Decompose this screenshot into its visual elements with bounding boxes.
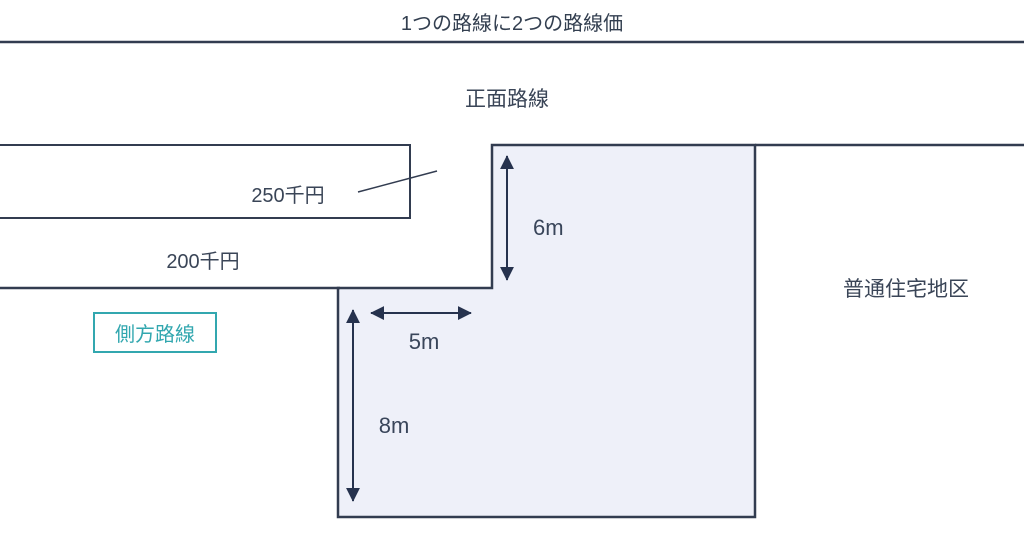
dim-label-8m: 8m bbox=[378, 413, 410, 438]
price-lower-label: 200千円 bbox=[166, 251, 240, 273]
side-road-badge: 側方路線 bbox=[93, 312, 217, 353]
diagram-title: 1つの路線に2つの路線価 bbox=[400, 13, 624, 35]
front-road-rect bbox=[0, 144, 411, 219]
dim-label-5m: 5m bbox=[408, 329, 440, 354]
dim-label-6m: 6m bbox=[533, 215, 564, 240]
price-leader-line bbox=[357, 170, 438, 193]
side-road-label: 側方路線 bbox=[115, 324, 195, 346]
front-road-label: 正面路線 bbox=[465, 88, 549, 111]
district-label: 普通住宅地区 bbox=[843, 278, 969, 301]
price-upper-label: 250千円 bbox=[251, 185, 325, 207]
